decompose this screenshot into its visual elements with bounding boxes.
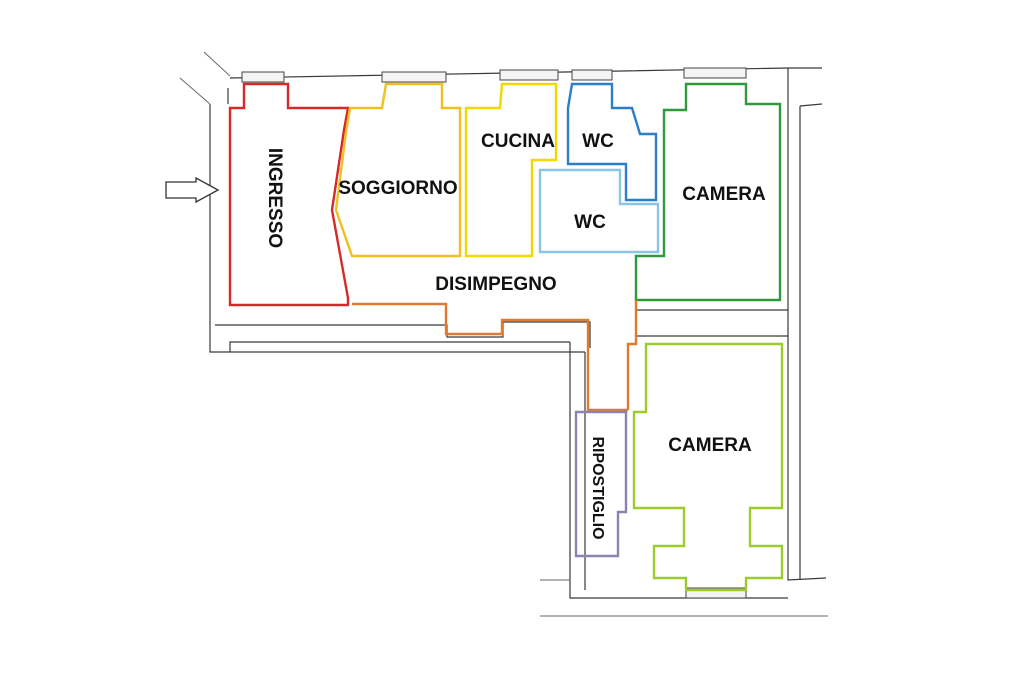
room-label-soggiorno: SOGGIORNO (338, 178, 457, 199)
window (241, 71, 285, 83)
room-outline-ripostiglio (574, 410, 628, 558)
room-label-wc-1: WC (582, 131, 614, 152)
window (683, 67, 747, 79)
windows (241, 67, 747, 599)
window (571, 69, 613, 81)
room-outline-ingresso (228, 82, 350, 307)
room-label-camera-2: CAMERA (668, 435, 752, 456)
room-outline-soggiorno (334, 82, 462, 258)
room-label-ingresso: INGRESSO (264, 148, 285, 248)
room-outline-camera-2 (632, 342, 784, 592)
room-label-ripostiglio: RIPOSTIGLIO (589, 436, 606, 539)
room-outline-wc-2 (538, 168, 660, 254)
room-label-camera-1: CAMERA (682, 184, 766, 205)
entrance-arrow-icon (165, 176, 220, 204)
room-outline-wc-1 (566, 82, 658, 202)
room-label-wc-2: WC (574, 212, 606, 233)
room-label-disimpegno: DISIMPEGNO (435, 274, 556, 295)
window (685, 587, 747, 599)
window (499, 69, 559, 81)
room-label-cucina: CUCINA (481, 131, 555, 152)
room-outline-cucina (464, 82, 558, 258)
window (381, 71, 447, 83)
room-outline-disimpegno (352, 300, 638, 412)
